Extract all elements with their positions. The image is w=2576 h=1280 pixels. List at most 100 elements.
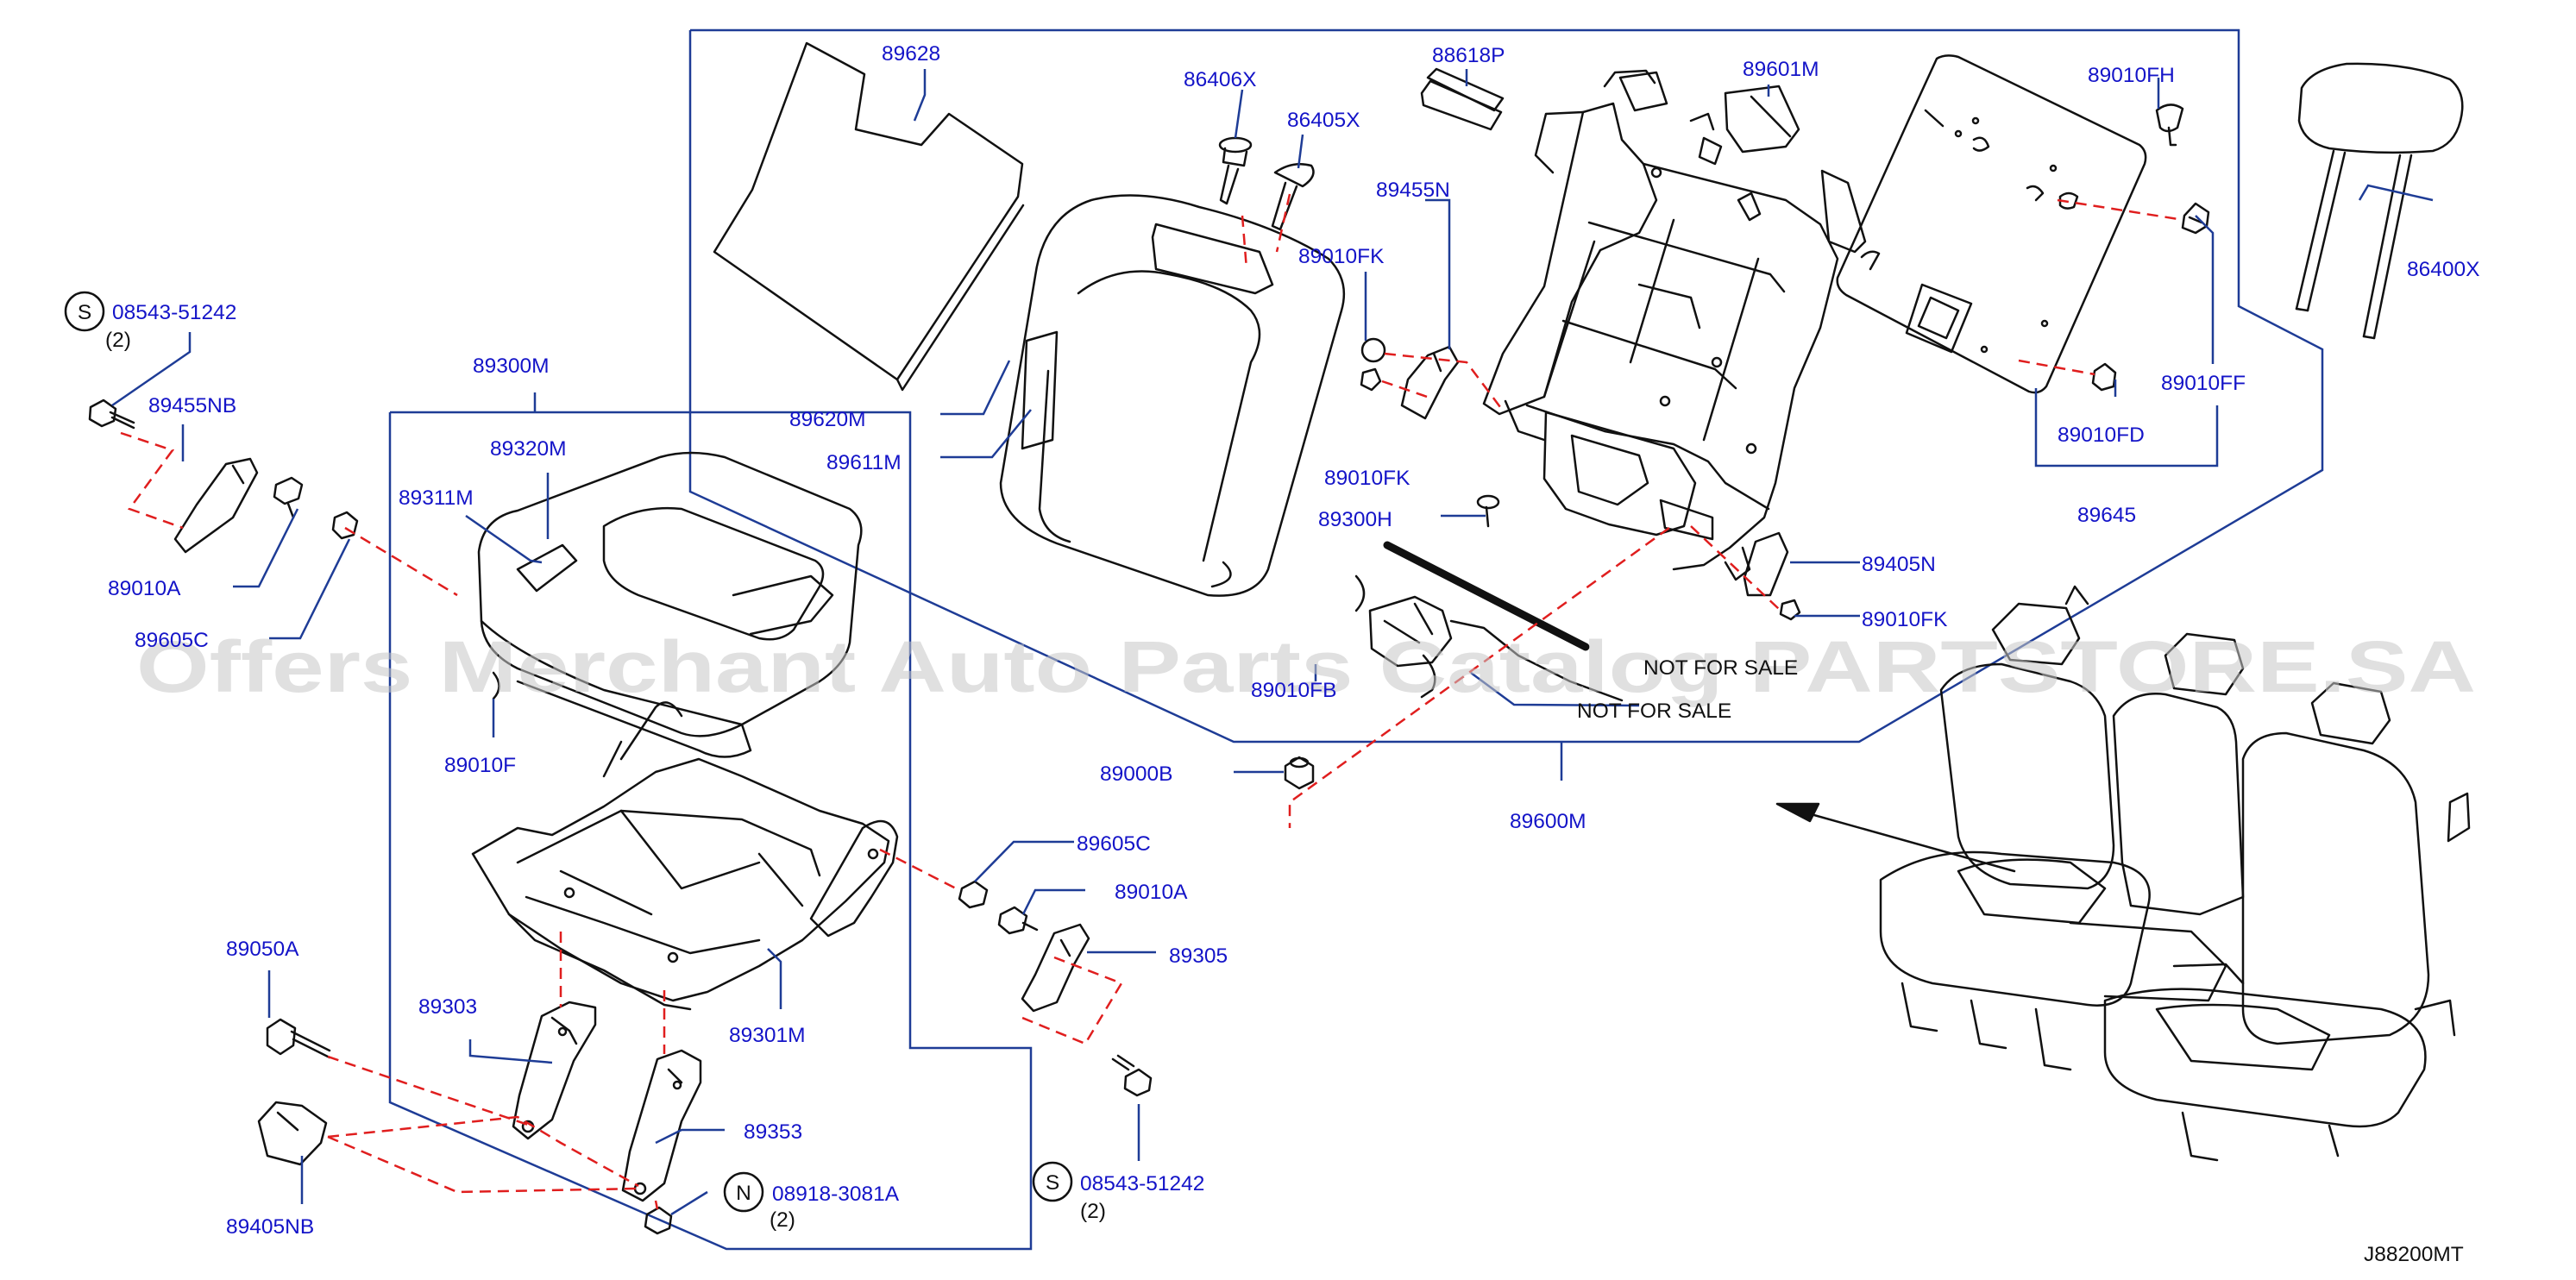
label-89300M[interactable]: 89300M xyxy=(473,355,550,378)
seatback-frame-89601M xyxy=(1482,69,1867,581)
clip-89010FD xyxy=(2091,362,2117,392)
label-89455N[interactable]: 89455N xyxy=(1376,179,1450,202)
clip-89010F xyxy=(492,671,500,700)
clip-89010A-right xyxy=(997,906,1039,935)
s-symbol-circle-top xyxy=(64,291,105,332)
label-89010FD[interactable]: 89010FD xyxy=(2058,424,2145,447)
back-board-89645 xyxy=(1836,54,2147,394)
part-labels: 89628 86406X 86405X 88618P 89601M 89010F… xyxy=(108,42,2479,1266)
label-89010FB[interactable]: 89010FB xyxy=(1251,679,1336,702)
label-89620M[interactable]: 89620M xyxy=(789,408,866,431)
harness-strip xyxy=(1383,541,1590,651)
label-86406X[interactable]: 86406X xyxy=(1184,68,1256,91)
nut-89605C-right xyxy=(958,880,989,909)
diagram-code: J88200MT xyxy=(2364,1243,2464,1266)
part-drawings xyxy=(88,41,2471,1235)
qty-top: (2) xyxy=(105,329,131,352)
label-89353[interactable]: 89353 xyxy=(744,1120,802,1144)
n-symbol-circle xyxy=(723,1171,764,1213)
bracket-89455NB xyxy=(173,457,259,554)
label-89050A[interactable]: 89050A xyxy=(226,938,299,961)
label-89010FK-b[interactable]: 89010FK xyxy=(1324,467,1411,490)
label-89600M[interactable]: 89600M xyxy=(1510,810,1586,833)
not-for-sale-1: NOT FOR SALE xyxy=(1643,656,1798,680)
bolt-08543-bottom xyxy=(1111,1054,1153,1097)
clip-89010FK-a xyxy=(1360,337,1386,363)
label-89010FK-c[interactable]: 89010FK xyxy=(1862,608,1948,631)
qty-bottom: (2) xyxy=(1080,1200,1106,1223)
label-89300H[interactable]: 89300H xyxy=(1318,508,1392,531)
label-89605C-right[interactable]: 89605C xyxy=(1077,832,1151,856)
alignment-dashes xyxy=(120,193,2179,1210)
label-89010A-right[interactable]: 89010A xyxy=(1115,881,1188,904)
group-frames xyxy=(388,28,2324,1251)
label-89455NB[interactable]: 89455NB xyxy=(148,394,236,417)
label-89301M[interactable]: 89301M xyxy=(729,1024,806,1047)
label-89611M[interactable]: 89611M xyxy=(826,451,902,474)
label-08543-bottom[interactable]: 08543-51242 xyxy=(1080,1172,1204,1195)
seat-frame-89301M xyxy=(471,701,899,1011)
label-86405X[interactable]: 86405X xyxy=(1287,109,1360,132)
s-symbol-circle-bottom xyxy=(1032,1161,1073,1202)
clip-89010FK-b xyxy=(1360,367,1382,392)
label-89010F[interactable]: 89010F xyxy=(444,754,516,777)
bolt-89300H xyxy=(1476,494,1500,528)
clip-small-board xyxy=(2058,191,2079,210)
label-89320M[interactable]: 89320M xyxy=(490,437,567,461)
cushion-group-frame xyxy=(388,411,1033,1251)
clip-89010A-left xyxy=(273,476,304,519)
label-89010A-left[interactable]: 89010A xyxy=(108,577,181,600)
watermark: Offers Merchant Auto Parts Catalog PARTS… xyxy=(136,626,2476,707)
headrest-guide-86406X xyxy=(1218,136,1253,205)
seat-cushion-89300M xyxy=(477,451,863,758)
label-89010FF[interactable]: 89010FF xyxy=(2161,372,2246,395)
label-89645[interactable]: 89645 xyxy=(2077,504,2136,527)
label-08918-3081A[interactable]: 08918-3081A xyxy=(772,1183,900,1206)
label-89000B[interactable]: 89000B xyxy=(1100,762,1172,786)
clip-89010FH xyxy=(2155,104,2184,147)
headrest-86400X xyxy=(2295,62,2464,340)
escutcheon-88618P xyxy=(1420,67,1505,131)
leader-lines xyxy=(111,69,2434,1216)
label-89605C-left[interactable]: 89605C xyxy=(135,629,209,652)
label-89601M[interactable]: 89601M xyxy=(1743,58,1819,81)
nut-89000B xyxy=(1284,756,1315,790)
assembly-arrow-head xyxy=(1775,802,1820,823)
label-89628[interactable]: 89628 xyxy=(882,42,940,66)
headrest-guide-86405X xyxy=(1271,163,1315,231)
label-89010FH[interactable]: 89010FH xyxy=(2088,64,2175,87)
seat-leg-89353 xyxy=(621,1049,702,1202)
assembled-seat xyxy=(1879,585,2471,1162)
label-88618P[interactable]: 88618P xyxy=(1432,44,1505,67)
label-89303[interactable]: 89303 xyxy=(418,995,477,1019)
label-89010FK-a[interactable]: 89010FK xyxy=(1298,245,1385,268)
s-symbol-bottom: S xyxy=(1046,1171,1059,1195)
bracket-89455N xyxy=(1400,345,1460,420)
assembly-arrow xyxy=(1797,809,2016,873)
label-08543-top[interactable]: 08543-51242 xyxy=(112,301,236,324)
bracket-89305 xyxy=(1021,923,1090,1013)
seatback-pad-89628 xyxy=(713,41,1025,392)
nut-89605C-left xyxy=(331,511,359,540)
cover-89405NB xyxy=(257,1101,328,1166)
bolt-89050A xyxy=(266,1018,331,1059)
label-89405N[interactable]: 89405N xyxy=(1862,553,1936,576)
seatback-group-frame xyxy=(688,28,2324,744)
label-86400X[interactable]: 86400X xyxy=(2407,258,2479,281)
bracket-89405N xyxy=(1743,531,1789,597)
label-89311M[interactable]: 89311M xyxy=(399,486,474,510)
clip-89010FF xyxy=(2181,202,2210,235)
nut-08918 xyxy=(644,1206,673,1235)
bolt-08543-top xyxy=(88,398,135,430)
motor-unit xyxy=(1354,574,1624,702)
seatback-trim-89620M xyxy=(999,194,1346,597)
callout-symbols: S S N (2) (2) (2) xyxy=(64,291,1106,1232)
seat-leg-89303 xyxy=(512,1001,597,1140)
not-for-sale-2: NOT FOR SALE xyxy=(1577,700,1731,723)
n-symbol: N xyxy=(736,1182,751,1205)
label-89305[interactable]: 89305 xyxy=(1169,944,1228,968)
s-symbol-top: S xyxy=(78,301,91,324)
qty-08918: (2) xyxy=(770,1208,795,1232)
label-89405NB[interactable]: 89405NB xyxy=(226,1215,314,1239)
